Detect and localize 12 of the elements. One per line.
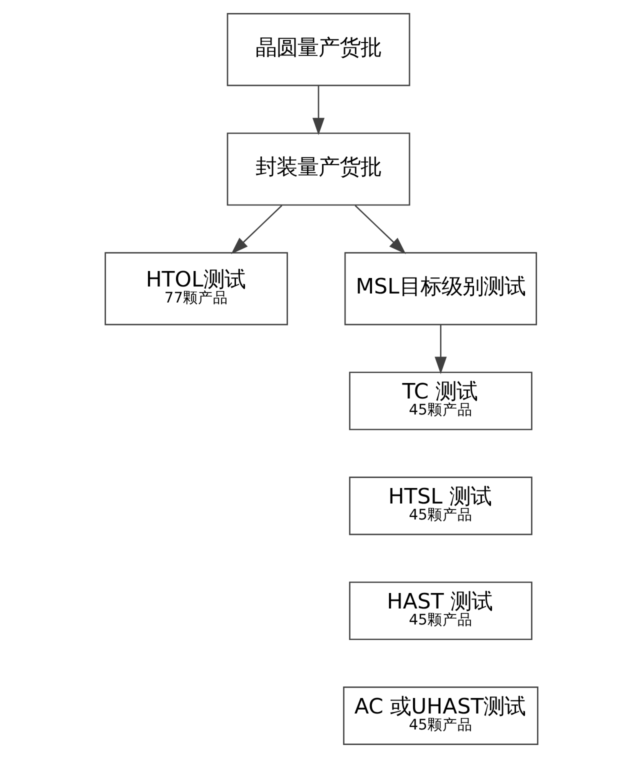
arrow bbox=[231, 205, 282, 254]
node-box: MSL目标级别测试 bbox=[344, 252, 538, 326]
node-box: 封装量产货批 bbox=[226, 132, 410, 206]
node-box: HTOL测试 77颗产品 bbox=[104, 252, 288, 326]
node-box: TC 测试 45颗产品 bbox=[349, 372, 532, 430]
arrow bbox=[434, 324, 447, 374]
node-box: AC 或UHAST测试 45颗产品 bbox=[343, 686, 538, 745]
node-box: HAST 测试 45颗产品 bbox=[349, 582, 532, 640]
node-box: 晶圆量产货批 bbox=[226, 13, 410, 86]
node-box: HTSL 测试 45颗产品 bbox=[349, 476, 532, 536]
arrow bbox=[312, 86, 325, 136]
arrow bbox=[354, 205, 406, 254]
